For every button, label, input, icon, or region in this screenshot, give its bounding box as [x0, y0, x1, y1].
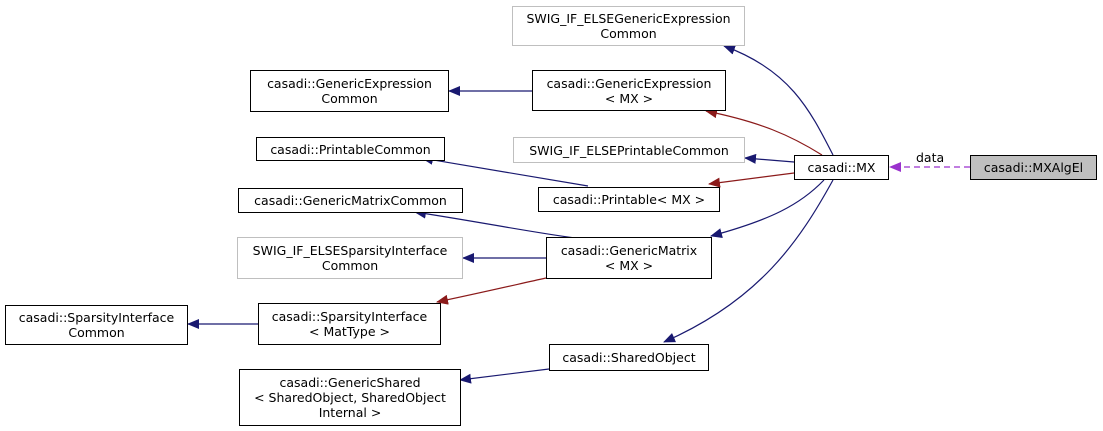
edge-mx-to-printable-mx: [708, 172, 795, 188]
edge-mx-to-swig-generic-expression-common: [723, 45, 834, 156]
node-label-line-1: SWIG_IF_ELSESparsityInterface: [252, 243, 448, 258]
node-label-line-2: Common: [68, 325, 125, 340]
node-label-line-2: Common: [321, 91, 378, 106]
node-label-line-3: Internal >: [318, 405, 382, 420]
node-label-line-1: SWIG_IF_ELSEPrintableCommon: [529, 142, 729, 158]
node-label-line-1: casadi::SharedObject: [562, 350, 696, 365]
node-printable-mx[interactable]: casadi::Printable< MX >: [538, 187, 720, 212]
edge-mx-to-generic-matrix-mx: [710, 179, 825, 238]
edge-mx-to-generic-expression-mx: [705, 108, 823, 156]
node-label-line-2: < MatType >: [309, 324, 390, 339]
node-label-line-1: casadi::PrintableCommon: [270, 141, 431, 157]
edge-printable-mx-to-printable-common: [421, 154, 589, 187]
node-sparsity-interface-mattype[interactable]: casadi::SparsityInterface < MatType >: [258, 303, 441, 345]
node-generic-matrix-mx[interactable]: casadi::GenericMatrix < MX >: [546, 237, 712, 279]
node-label-line-2: < MX >: [604, 258, 654, 273]
node-generic-expression-mx[interactable]: casadi::GenericExpression < MX >: [532, 70, 726, 111]
node-label-line-1: casadi::GenericMatrix: [560, 243, 698, 258]
node-mx[interactable]: casadi::MX: [794, 155, 889, 180]
edge-generic-matrix-mx-to-sparsity-mattype: [436, 277, 547, 305]
edge-label-data: data: [916, 150, 945, 165]
node-label-line-2: < MX >: [604, 90, 654, 106]
node-label-line-2: Common: [600, 26, 657, 41]
node-generic-expression-common[interactable]: casadi::GenericExpression Common: [250, 70, 449, 112]
node-label-line-2: Common: [321, 258, 379, 273]
node-generic-shared[interactable]: casadi::GenericShared < SharedObject, Sh…: [239, 369, 461, 426]
node-mx-alg-el[interactable]: casadi::MXAlgEl: [970, 155, 1097, 180]
node-label-line-2: < SharedObject, SharedObject: [254, 390, 446, 405]
edge-mx-to-shared-object: [663, 179, 834, 343]
node-label-line-1: casadi::Printable< MX >: [552, 192, 706, 207]
node-label-line-1: SWIG_IF_ELSEGenericExpression: [526, 11, 731, 26]
node-printable-common[interactable]: casadi::PrintableCommon: [256, 137, 445, 161]
node-label-line-1: casadi::GenericExpression: [546, 75, 712, 91]
edge-mx-to-swig-printable-common: [744, 153, 795, 164]
node-label-line-1: casadi::MX: [807, 160, 876, 175]
node-label-line-1: casadi::GenericShared: [279, 375, 421, 390]
node-generic-matrix-common[interactable]: casadi::GenericMatrixCommon: [238, 188, 463, 213]
node-label-line-1: casadi::MXAlgEl: [983, 160, 1084, 175]
node-swig-generic-expression-common[interactable]: SWIG_IF_ELSEGenericExpression Common: [512, 6, 745, 46]
node-swig-sparsity-interface-common[interactable]: SWIG_IF_ELSESparsityInterface Common: [237, 237, 463, 279]
node-label-line-1: casadi::SparsityInterface: [18, 310, 175, 325]
edge-shared-object-to-generic-shared: [459, 368, 550, 384]
node-label-line-1: casadi::GenericMatrixCommon: [254, 193, 447, 208]
node-label-line-1: casadi::GenericExpression: [267, 76, 432, 91]
node-swig-printable-common[interactable]: SWIG_IF_ELSEPrintableCommon: [513, 137, 745, 163]
edge-generic-matrix-mx-to-common: [414, 208, 576, 239]
node-shared-object[interactable]: casadi::SharedObject: [549, 344, 709, 371]
node-sparsity-interface-common[interactable]: casadi::SparsityInterface Common: [5, 305, 188, 345]
node-label-line-1: casadi::SparsityInterface: [271, 309, 428, 324]
